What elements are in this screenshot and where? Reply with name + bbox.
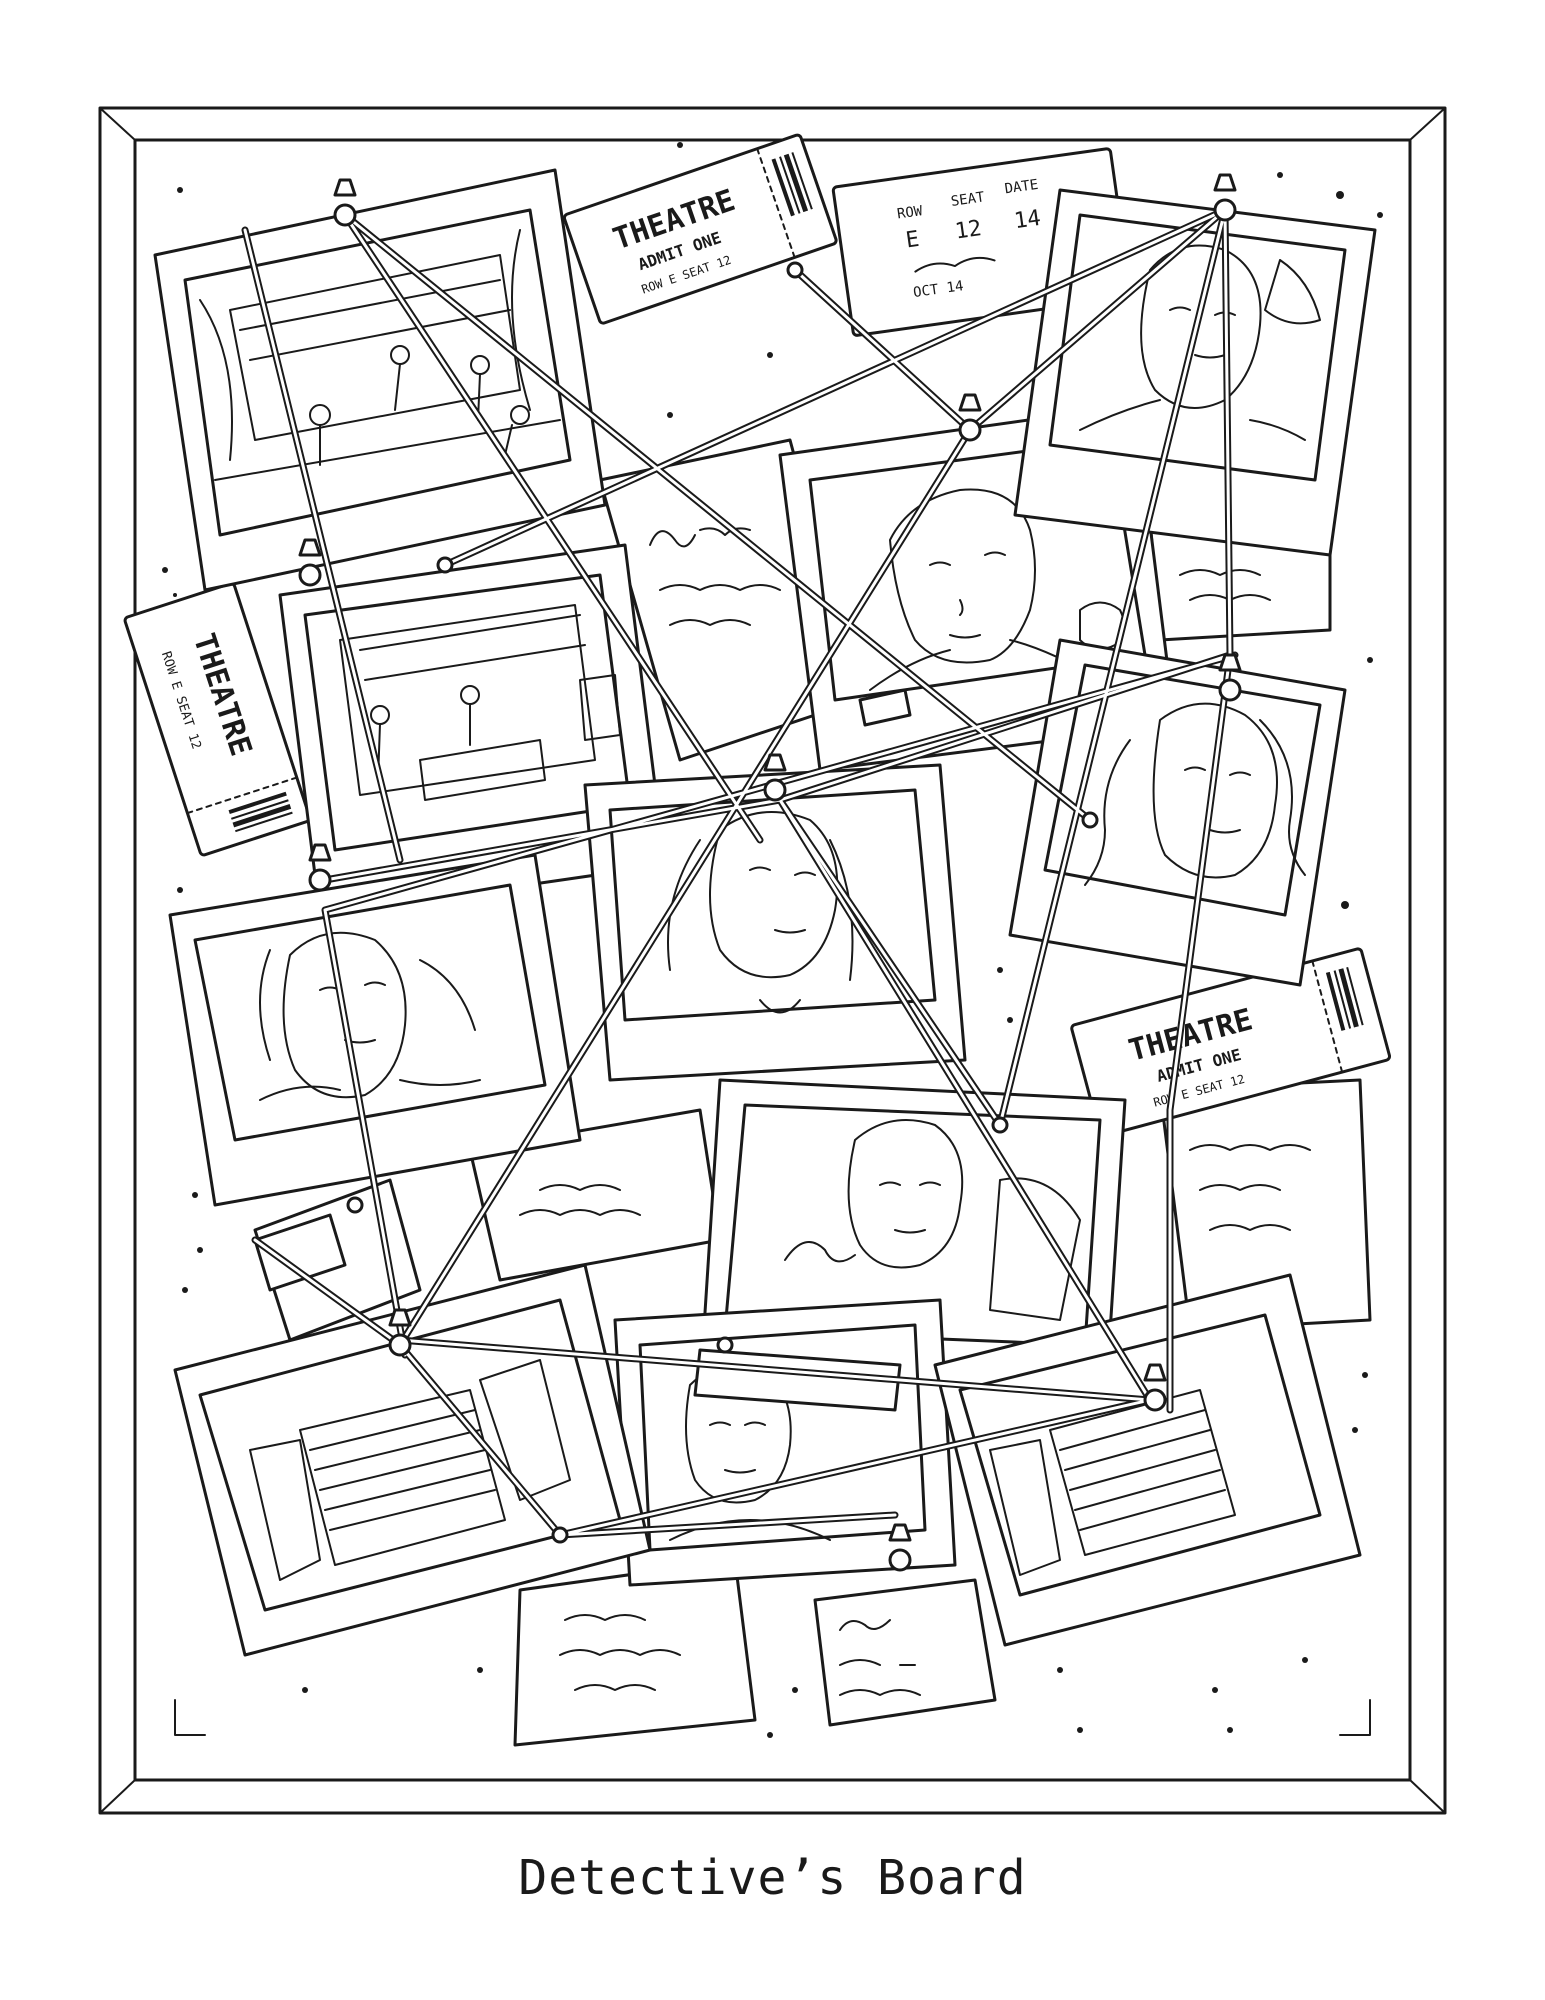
photo-woman-left: [168, 853, 582, 1207]
barcode-icon: [1325, 966, 1364, 1031]
ticket-month: OCT 14: [912, 278, 964, 301]
pushpin-icon: [888, 1523, 912, 1572]
photo-man-top-right: [1013, 188, 1377, 557]
barcode-icon: [771, 152, 813, 217]
ticket-seat-label: SEAT: [950, 189, 986, 210]
pushpin-icon: [333, 178, 357, 227]
note-paper-bottom-left: [513, 1558, 757, 1747]
pushpin-icon: [388, 1308, 412, 1357]
pushpin-icon: [958, 393, 982, 442]
board-dots: [162, 142, 1383, 1738]
ticket-left: THEATRE ROW E SEAT 12: [123, 582, 312, 857]
pushpins: [298, 173, 1242, 1572]
pushpin-icon: [1213, 173, 1237, 222]
photo-woman-right: [1008, 638, 1347, 987]
ticket-top-center: THEATRE ADMIT ONE ROW E SEAT 12: [562, 133, 838, 325]
pushpin-icon: [298, 538, 322, 587]
photo-woman-center: [583, 763, 967, 1082]
barcode-icon: [228, 791, 293, 833]
board-frame: [98, 106, 1447, 1815]
pushpin-icon: [1218, 653, 1242, 702]
pushpin-icon: [308, 843, 332, 892]
ticket-date-value: 14: [1013, 206, 1043, 234]
ticket-row-value: E: [904, 227, 921, 254]
pushpin-icon: [763, 753, 787, 802]
pushpin-icon: [1143, 1363, 1167, 1412]
note-paper-bottom-center: [813, 1578, 997, 1727]
ticket-right: THEATRE ADMIT ONE ROW E SEAT 12: [1070, 947, 1392, 1138]
page-caption: Detective’s Board: [518, 1850, 1027, 1906]
ticket-date-label: DATE: [1004, 177, 1040, 198]
ticket-seat-value: 12: [954, 216, 984, 244]
photo-man-bottom: [613, 1298, 957, 1587]
photo-stage-top-left: [153, 168, 607, 592]
ticket-row-label: ROW: [896, 203, 924, 222]
